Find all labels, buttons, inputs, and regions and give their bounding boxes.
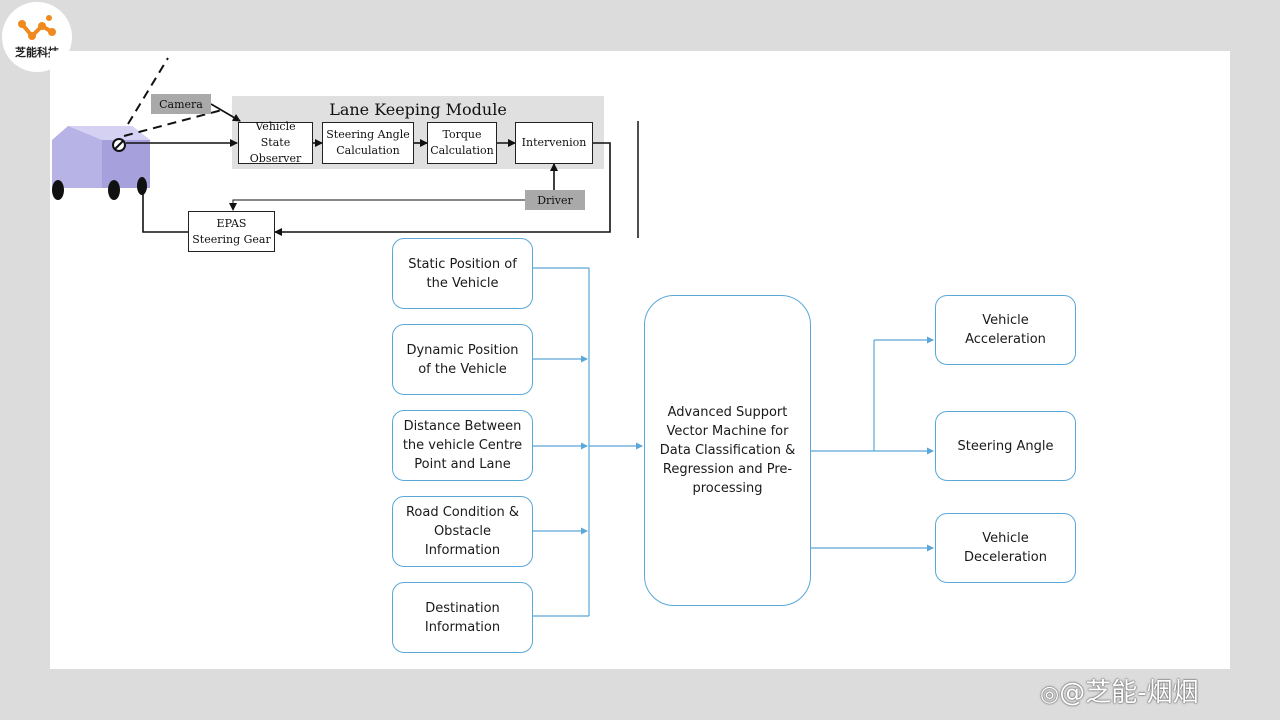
input-dynamic-position-box: Dynamic Position of the Vehicle (392, 324, 533, 395)
output-deceleration-box: Vehicle Deceleration (935, 513, 1076, 583)
intervention-box: Intervenion (515, 122, 593, 164)
torque-calculation-box: Torque Calculation (427, 122, 497, 164)
camera-arrow (210, 103, 241, 122)
intervention-to-epas-arrow (274, 142, 611, 236)
driver-label: Driver (525, 190, 585, 210)
driver-to-epas-arrow (229, 199, 525, 211)
lane-keeping-title: Lane Keeping Module (329, 100, 507, 119)
logo-text: 芝能科技 (15, 46, 59, 59)
output-acceleration-box: Vehicle Acceleration (935, 295, 1076, 365)
svm-core-box: Advanced Support Vector Machine for Data… (644, 295, 811, 606)
watermark-text: @芝能-烟烟 (1059, 678, 1199, 708)
steering-angle-calculation-box: Steering Angle Calculation (322, 122, 414, 164)
brand-logo: 芝能科技 (2, 2, 72, 72)
camera-label: Camera (151, 94, 211, 114)
epas-to-car-arrow (139, 181, 188, 233)
epas-steering-gear-box: EPAS Steering Gear (188, 211, 275, 252)
output-flow-lines (811, 336, 934, 552)
input-static-position-box: Static Position of the Vehicle (392, 238, 533, 309)
weibo-icon: ◎ (1040, 682, 1060, 707)
camera-view-line-lower (123, 109, 223, 137)
logo-network-icon (18, 15, 56, 40)
weibo-watermark: ◎@芝能-烟烟 (1040, 672, 1199, 709)
camera-view-line-upper (127, 57, 169, 125)
input-destination-box: Destination Information (392, 582, 533, 653)
input-distance-centre-lane-box: Distance Between the vehicle Centre Poin… (392, 410, 533, 481)
input-road-condition-box: Road Condition & Obstacle Information (392, 496, 533, 567)
output-steering-angle-box: Steering Angle (935, 411, 1076, 481)
input-flow-lines (533, 267, 643, 617)
vehicle-state-observer-box: Vehicle State Observer (238, 120, 313, 165)
car-icon (52, 126, 150, 200)
